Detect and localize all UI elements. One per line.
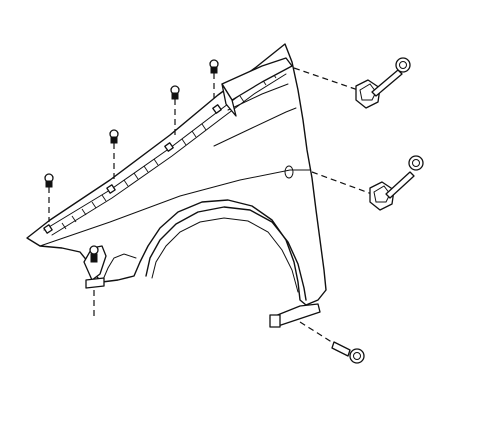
top-edge-clip-4: [209, 59, 219, 98]
lower-rear-bolt-head: [349, 348, 365, 364]
fender-crease-upper: [213, 107, 297, 147]
fender-panel: [26, 43, 327, 306]
fender-character-line: [39, 169, 311, 247]
top-edge-clip-3: [170, 85, 180, 138]
leader-lower-rear: [299, 321, 339, 347]
fender-side-hole: [284, 165, 294, 179]
middle-rear-bolt-head: [408, 155, 424, 171]
lower-rear-bolt-shank: [331, 341, 351, 357]
front-lower-screw-assembly: [89, 245, 99, 318]
wheel-arch-lip: [145, 206, 307, 301]
top-edge-clip-1: [44, 173, 54, 222]
lower-rear-bolt-assembly: [299, 321, 365, 364]
upper-rear-bolt-head: [395, 57, 411, 73]
fender-outline: [26, 43, 327, 306]
upper-rear-bracket: [355, 79, 381, 109]
flange-slot-1: [43, 224, 53, 234]
top-edge-clip-2: [109, 129, 119, 180]
fender-lower-front-edge: [101, 253, 137, 283]
fender-crease-upper-2: [227, 83, 289, 111]
upper-rear-bolt-shank: [371, 69, 403, 97]
fender-upper-rear-tab: [221, 57, 293, 117]
flange-slot-3: [164, 142, 174, 152]
front-lower-screw-head: [89, 245, 99, 255]
wheel-arch-lip-inner: [151, 217, 299, 293]
flange-slot-4: [212, 104, 222, 114]
leader-upper-rear: [293, 67, 359, 91]
lower-rear-bracket: [269, 303, 321, 328]
upper-rear-bracket-assembly: [293, 57, 411, 109]
middle-rear-bracket-assembly: [311, 155, 424, 211]
leader-middle-rear: [311, 171, 373, 195]
flange-slot-2: [106, 184, 116, 194]
fender-top-flange-inner: [51, 73, 287, 236]
middle-rear-bracket: [369, 181, 395, 211]
middle-rear-bolt-shank: [385, 171, 415, 199]
